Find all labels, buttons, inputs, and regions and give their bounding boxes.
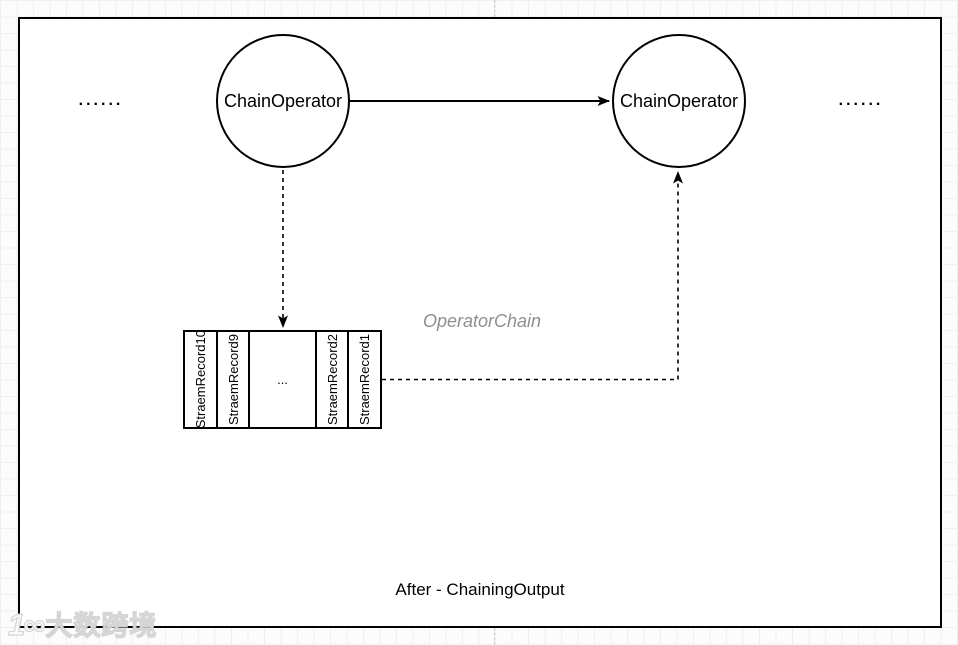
stream-record-buffer: StraemRecord10 StraemRecord9 ... StraemR… <box>183 330 382 429</box>
diagram-caption: After - ChainingOutput <box>395 580 565 599</box>
buffer-cell-label: StraemRecord2 <box>324 333 340 426</box>
buffer-cell-label: StraemRecord10 <box>193 332 208 427</box>
page-boundary-marker-bottom <box>494 628 495 645</box>
chain-operator-node-left: ChainOperator <box>216 34 350 168</box>
buffer-cell: StraemRecord1 <box>349 332 380 427</box>
chain-operator-node-right-label: ChainOperator <box>619 90 739 111</box>
buffer-cell-label: ... <box>277 372 288 387</box>
chain-operator-node-left-label: ChainOperator <box>223 90 343 111</box>
watermark: 1∞ 大数跨境 <box>7 604 158 643</box>
chain-operator-node-right: ChainOperator <box>612 34 746 168</box>
buffer-cell-ellipsis: ... <box>250 332 317 427</box>
buffer-cell: StraemRecord10 <box>185 332 218 427</box>
watermark-logo: 1∞ <box>7 606 46 642</box>
buffer-cell: StraemRecord2 <box>317 332 349 427</box>
buffer-cell-label: StraemRecord9 <box>225 333 241 426</box>
page-boundary-marker-top <box>494 0 495 17</box>
continuation-ellipsis-left: ...... <box>78 92 124 109</box>
buffer-cell: StraemRecord9 <box>218 332 250 427</box>
buffer-cell-label: StraemRecord1 <box>357 333 372 426</box>
continuation-ellipsis-right: ...... <box>838 92 884 109</box>
operator-chain-label: OperatorChain <box>422 311 542 331</box>
watermark-text: 大数跨境 <box>45 610 158 641</box>
